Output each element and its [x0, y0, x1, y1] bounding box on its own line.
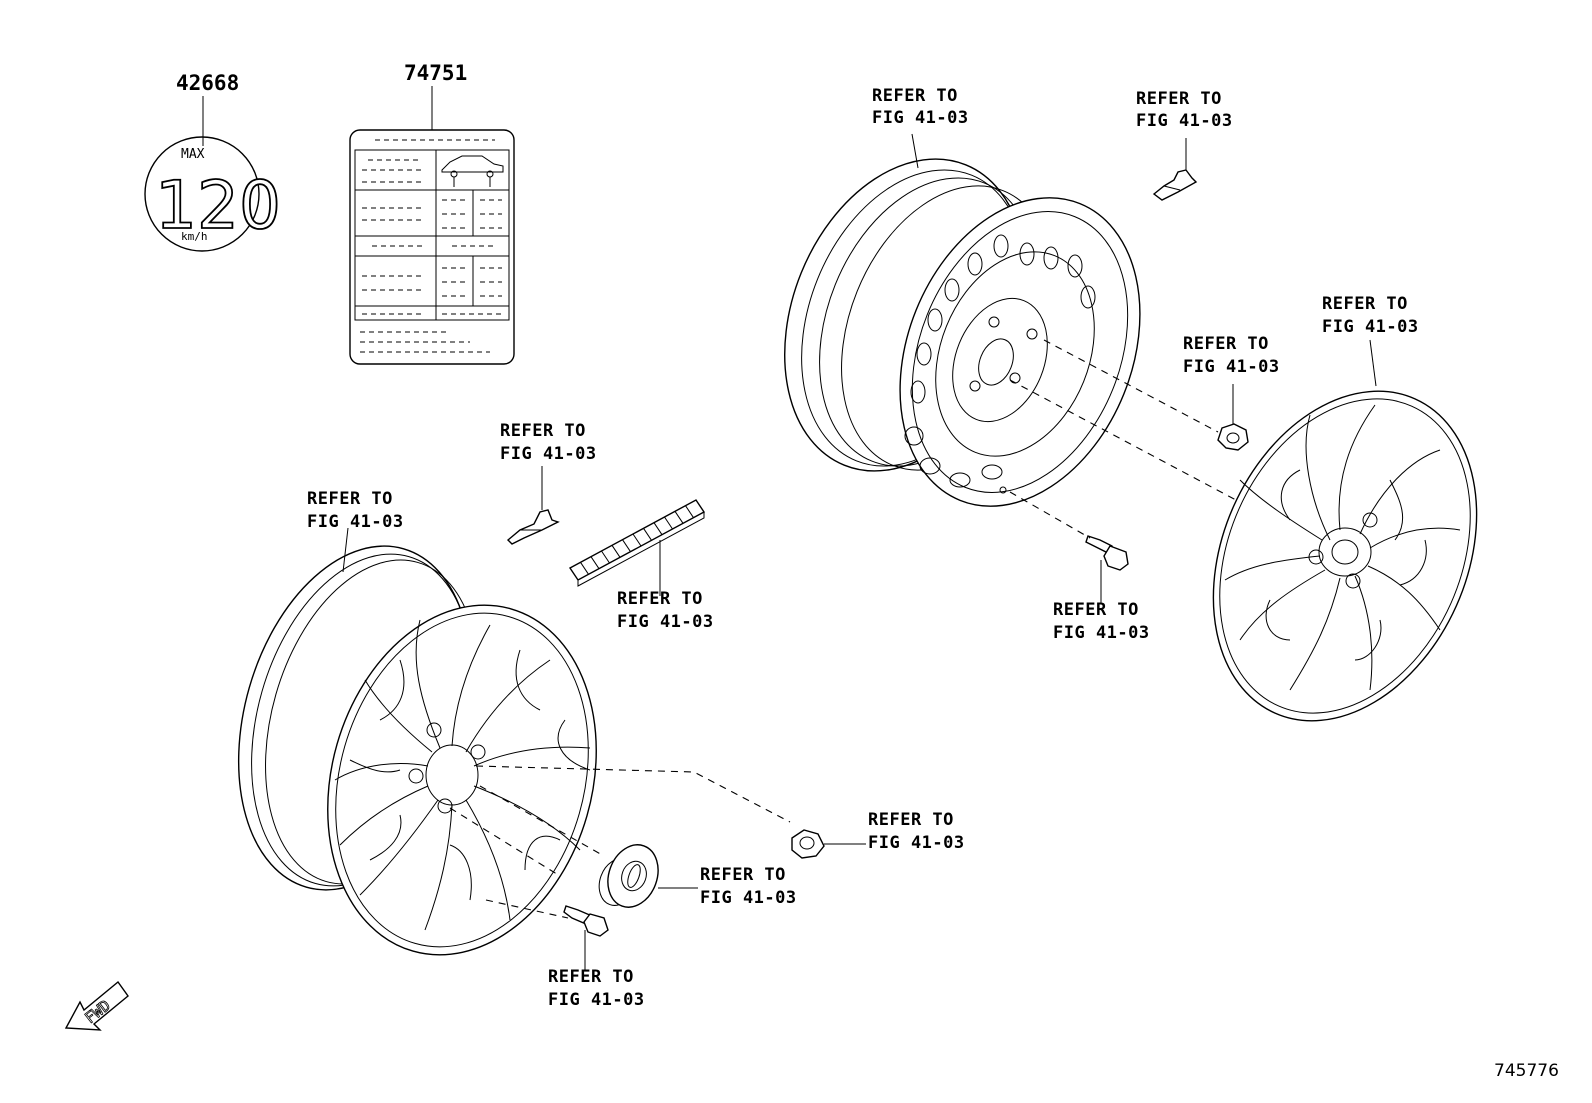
callout-steel-valve-sensor[interactable]: REFER TO FIG 41-03	[1136, 89, 1233, 131]
balance-clip[interactable]	[506, 466, 560, 545]
alloy-wheel[interactable]	[201, 518, 636, 986]
balance-weight-strip[interactable]	[568, 499, 706, 596]
wheel-cover-spokes	[1224, 404, 1461, 691]
tpms-sensor-top[interactable]	[1152, 138, 1198, 201]
speed-label-circle	[144, 136, 260, 252]
toyota-emblem-icon	[621, 860, 647, 892]
svg-text:REFER TO: REFER TO	[617, 589, 703, 609]
svg-text:FIG 41-03: FIG 41-03	[617, 612, 714, 632]
svg-text:REFER TO: REFER TO	[1136, 89, 1222, 109]
svg-text:REFER TO: REFER TO	[1322, 294, 1408, 314]
part-number-74751: 74751	[404, 61, 467, 85]
part-number-42668: 42668	[176, 71, 239, 95]
balance-weight-segments	[580, 505, 694, 575]
tire-pressure-placard[interactable]: 74751	[349, 61, 515, 365]
svg-text:FIG 41-03: FIG 41-03	[700, 888, 797, 908]
speed-label-unit: km/h	[181, 230, 208, 243]
svg-text:FIG 41-03: FIG 41-03	[872, 108, 969, 128]
svg-text:REFER TO: REFER TO	[872, 86, 958, 106]
svg-text:FIG 41-03: FIG 41-03	[1183, 357, 1280, 377]
callout-alloy-wheel[interactable]: REFER TO FIG 41-03	[307, 489, 404, 532]
svg-text:REFER TO: REFER TO	[500, 421, 586, 441]
callout-valve-left[interactable]: REFER TO FIG 41-03	[548, 967, 645, 1010]
callout-ornament[interactable]: REFER TO FIG 41-03	[700, 865, 797, 908]
valve-stem-right[interactable]	[1085, 535, 1129, 604]
svg-text:FIG 41-03: FIG 41-03	[1136, 111, 1233, 131]
fwd-arrow-icon: FWD	[64, 980, 129, 1031]
callout-hub-nut-right[interactable]: REFER TO FIG 41-03	[1183, 334, 1280, 377]
speed-label-value: 120	[155, 167, 281, 244]
callout-hub-nut-left[interactable]: REFER TO FIG 41-03	[868, 810, 965, 853]
svg-text:REFER TO: REFER TO	[1183, 334, 1269, 354]
callout-balance-weight[interactable]: REFER TO FIG 41-03	[617, 589, 714, 632]
hub-nut-left[interactable]	[791, 829, 866, 859]
svg-text:REFER TO: REFER TO	[868, 810, 954, 830]
placard-car-icon	[441, 155, 504, 187]
svg-text:REFER TO: REFER TO	[700, 865, 786, 885]
callout-wheel-cover[interactable]: REFER TO FIG 41-03	[1322, 294, 1419, 337]
speed-label-max: MAX	[181, 147, 205, 162]
speed-limit-label[interactable]: 42668 MAX 120 km/h	[144, 71, 282, 252]
svg-text:FIG 41-03: FIG 41-03	[548, 990, 645, 1010]
steel-wheel-vent-holes	[904, 234, 1096, 488]
svg-text:FIG 41-03: FIG 41-03	[307, 512, 404, 532]
svg-text:FIG 41-03: FIG 41-03	[868, 833, 965, 853]
center-cap-ornament[interactable]	[593, 838, 698, 915]
valve-stem-left[interactable]	[563, 905, 609, 970]
svg-text:FIG 41-03: FIG 41-03	[1322, 317, 1419, 337]
diagram-id: 745776	[1494, 1061, 1559, 1081]
svg-text:REFER TO: REFER TO	[307, 489, 393, 509]
placard-body	[349, 129, 515, 365]
alloy-wheel-spokes	[334, 619, 591, 931]
callout-balance-clip[interactable]: REFER TO FIG 41-03	[500, 421, 597, 464]
hub-nut-right[interactable]	[1217, 384, 1249, 451]
svg-text:REFER TO: REFER TO	[1053, 600, 1139, 620]
callout-valve-right[interactable]: REFER TO FIG 41-03	[1053, 600, 1150, 643]
wheel-cover[interactable]	[1164, 339, 1527, 763]
callout-steel-wheel[interactable]: REFER TO FIG 41-03	[872, 86, 969, 128]
svg-text:FIG 41-03: FIG 41-03	[500, 444, 597, 464]
svg-text:FIG 41-03: FIG 41-03	[1053, 623, 1150, 643]
svg-text:REFER TO: REFER TO	[548, 967, 634, 987]
steel-wheel[interactable]	[740, 123, 1183, 542]
